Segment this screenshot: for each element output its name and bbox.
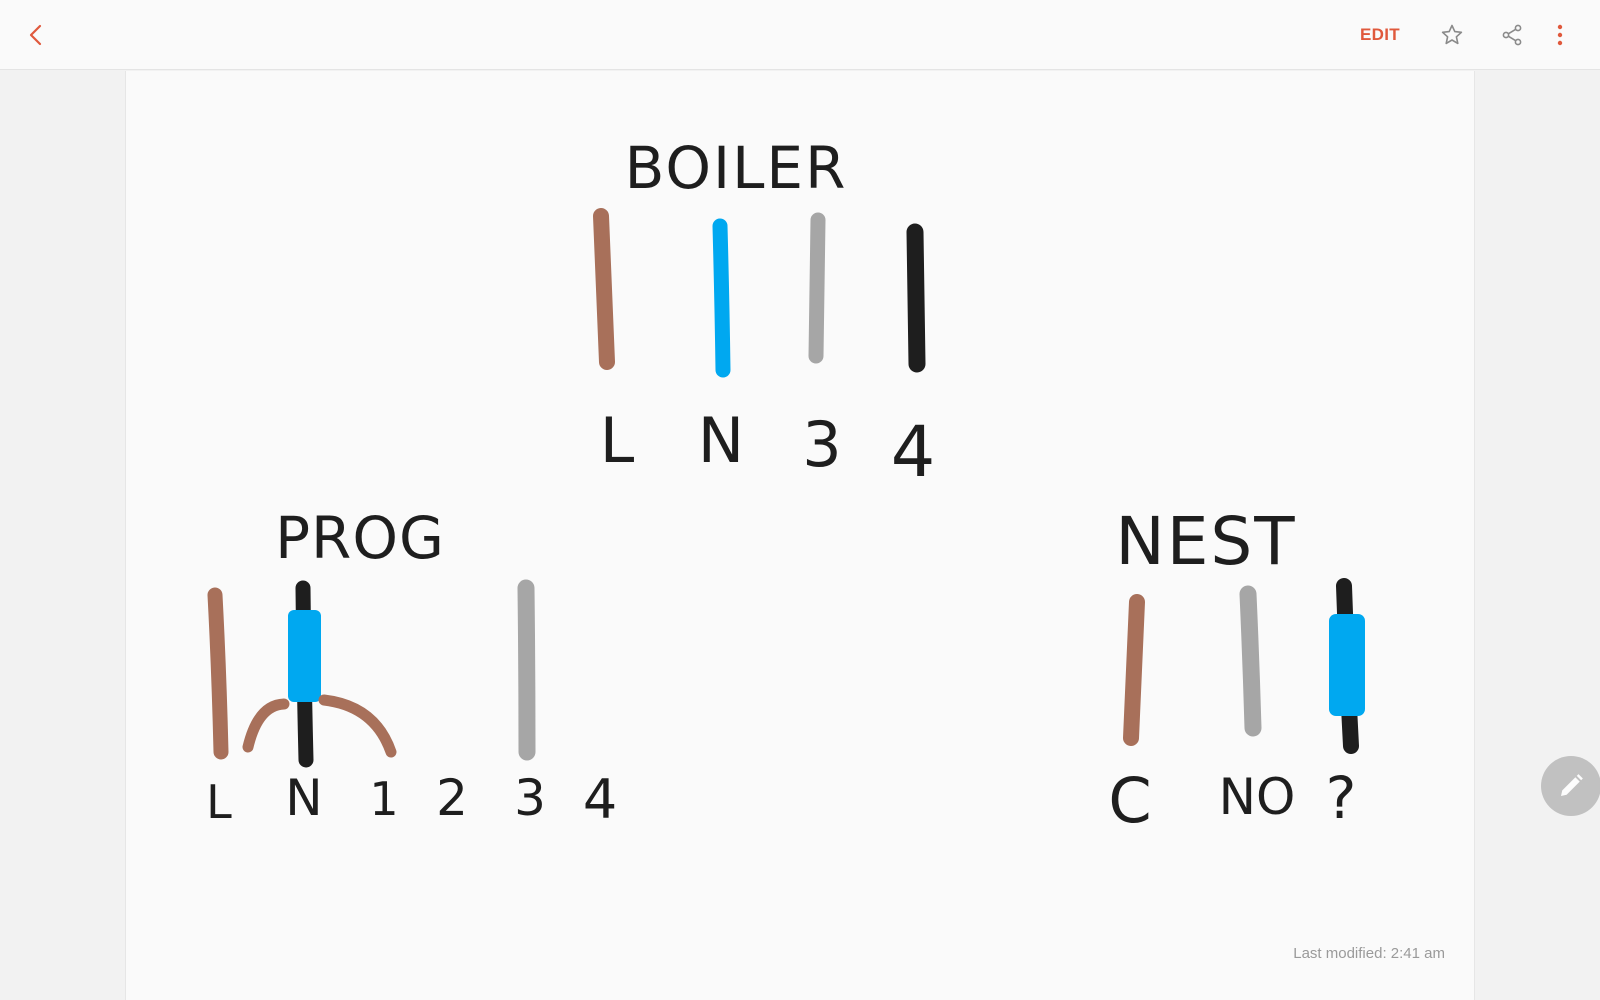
top-toolbar: EDIT xyxy=(0,0,1600,70)
edit-button[interactable]: EDIT xyxy=(1360,25,1400,44)
pencil-icon xyxy=(1561,774,1583,796)
note-canvas[interactable] xyxy=(125,71,1475,1000)
favorite-button[interactable] xyxy=(1434,17,1470,53)
share-button[interactable] xyxy=(1494,17,1530,53)
share-icon xyxy=(1502,24,1522,46)
pen-fab-button[interactable] xyxy=(1541,756,1600,816)
back-button[interactable] xyxy=(18,17,54,53)
more-vert-icon xyxy=(1557,24,1563,46)
more-options-button[interactable] xyxy=(1542,17,1578,53)
last-modified-label: Last modified: 2:41 am xyxy=(1293,945,1445,962)
star-icon xyxy=(1441,24,1463,45)
chevron-left-icon xyxy=(29,24,42,46)
